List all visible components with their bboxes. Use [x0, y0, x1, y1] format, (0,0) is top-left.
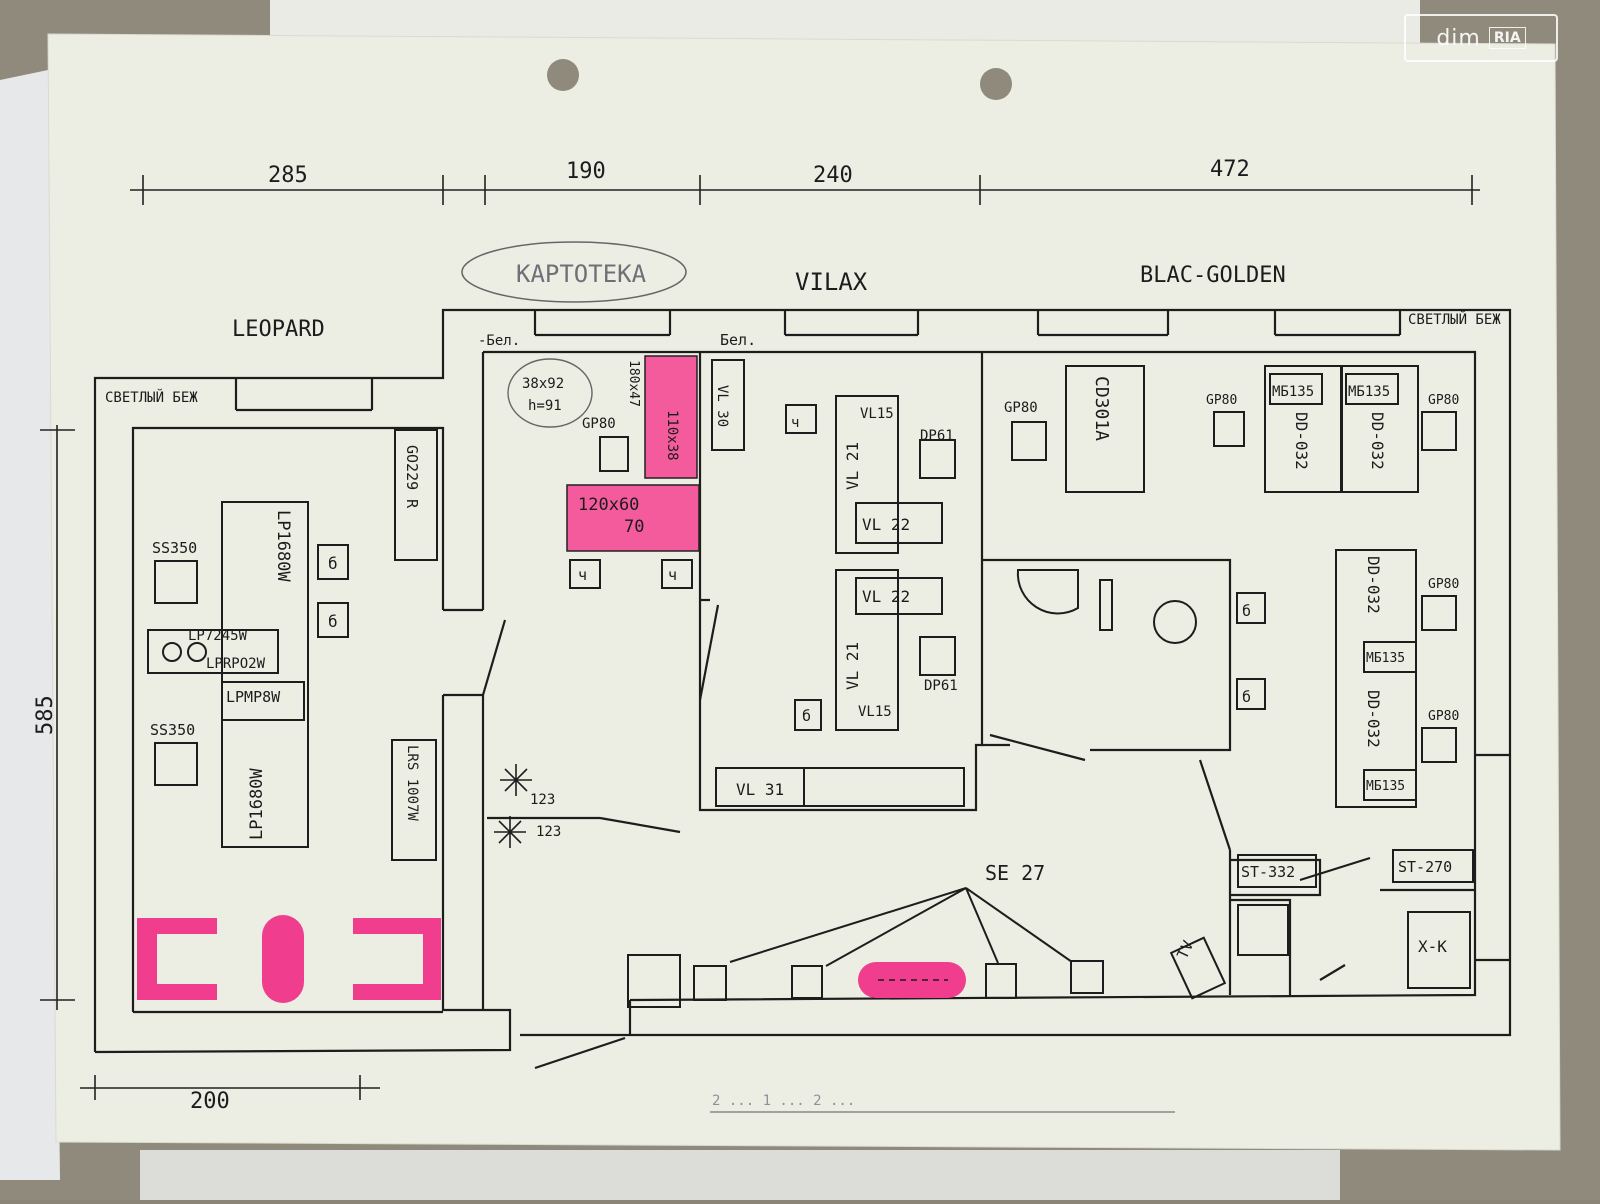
label-dd032-d: DD-032 — [1364, 690, 1383, 748]
label-vl21-a: VL 21 — [843, 442, 862, 490]
label-ch-1: ч — [578, 566, 587, 584]
label-dd032-c: DD-032 — [1364, 556, 1383, 614]
label-dd032-b: DD-032 — [1368, 412, 1387, 470]
label-vl15-a: VL15 — [860, 406, 894, 422]
label-110x38: 110x38 — [664, 410, 680, 461]
label-light-beige-left: СВЕТЛЫЙ БЕЖ — [105, 388, 198, 406]
label-180x47: 180x47 — [626, 360, 641, 407]
dim-285: 285 — [268, 163, 308, 188]
kartoteka-outline — [461, 241, 687, 303]
store-vilax: VILAX — [795, 268, 868, 296]
bottom-dimension-line — [80, 1075, 380, 1100]
label-tv: TV — [1173, 938, 1197, 962]
label-120x60: 120x60 — [578, 495, 639, 515]
leopard-pink-seating — [137, 915, 441, 1003]
blac-golden-fixtures — [1011, 365, 1474, 1000]
watermark-text-ria: RIA — [1488, 27, 1526, 49]
label-ss350-b: SS350 — [150, 721, 195, 739]
label-light-beige-right: СВЕТЛЫЙ БЕЖ — [1408, 310, 1501, 328]
store-leopard: LEOPARD — [232, 317, 325, 342]
label-vl15-b: VL15 — [858, 704, 892, 720]
lobby-seating — [627, 887, 1104, 1008]
watermark-text-dim: dim — [1436, 25, 1481, 51]
label-lpmp8w: LPMP8W — [226, 688, 281, 706]
store-kartoteka: КАРТОТЕКА — [516, 260, 647, 288]
label-gp80-d: GP80 — [1428, 393, 1459, 408]
label-white-2: Бел. — [720, 331, 756, 349]
walls — [93, 308, 1512, 1070]
label-mb135-a: MБ135 — [1272, 384, 1314, 400]
background-paper-bottom — [140, 1150, 1340, 1200]
label-gp80-e: GP80 — [1428, 577, 1459, 592]
label-123-b: 123 — [536, 824, 561, 840]
label-vl31: VL 31 — [736, 780, 784, 799]
label-70: 70 — [624, 517, 644, 537]
label-ch-3: ч — [791, 415, 799, 431]
label-xk: X-K — [1418, 937, 1447, 956]
label-st332: ST-332 — [1241, 863, 1295, 881]
label-lp1680w-b: LP1680W — [247, 768, 267, 840]
label-dp61-a: DP61 — [920, 428, 954, 444]
label-38x92: 38x92 — [522, 376, 564, 392]
label-b-1: б — [328, 554, 338, 573]
label-vl22-a: VL 22 — [862, 515, 910, 534]
label-dp61-b: DP61 — [924, 678, 958, 694]
ceiling-light-icons — [494, 764, 532, 848]
label-gp80-f: GP80 — [1428, 709, 1459, 724]
label-b-4: б — [1242, 602, 1251, 620]
pencil-note: 2 ... 1 ... 2 ... — [712, 1093, 855, 1109]
label-st270: ST-270 — [1398, 858, 1452, 876]
left-dimension-line — [40, 425, 75, 1010]
label-mb135-c: MБ135 — [1366, 651, 1405, 666]
label-b-2: б — [328, 612, 338, 631]
label-vl22-b: VL 22 — [862, 587, 910, 606]
paper-sheet — [47, 33, 1561, 1151]
label-lp1680w-a: LP1680W — [273, 510, 293, 582]
label-gp80-a: GP80 — [582, 416, 616, 432]
label-go229r: GO229 R — [403, 445, 421, 509]
dim-190: 190 — [566, 159, 606, 184]
label-vl30: VL 30 — [714, 385, 730, 427]
top-dimension-line — [130, 175, 1480, 205]
label-cd301a: CD301A — [1091, 376, 1112, 441]
round-table-sketch — [507, 358, 593, 428]
label-dd032-a: DD-032 — [1292, 412, 1311, 470]
watermark-logo: dim RIA — [1404, 14, 1558, 62]
kartoteka-fixtures — [569, 436, 693, 589]
label-lrs1007w: LRS 1007W — [404, 745, 420, 821]
punch-hole — [980, 68, 1012, 100]
label-h91: h=91 — [528, 398, 562, 414]
label-gp80-b: GP80 — [1004, 400, 1038, 416]
dim-240: 240 — [813, 163, 853, 188]
label-ch-2: ч — [668, 566, 677, 584]
dim-200: 200 — [190, 1089, 230, 1114]
label-white-1: -Бел. — [478, 333, 520, 349]
label-vl21-b: VL 21 — [843, 642, 862, 690]
label-b-3: б — [802, 707, 811, 725]
label-lprpo2w: LPRPO2W — [206, 656, 266, 672]
store-blac-golden: BLAC-GOLDEN — [1140, 263, 1286, 288]
vilax-fixtures — [711, 359, 965, 807]
label-lp7245w: LP7245W — [188, 628, 248, 644]
label-123-a: 123 — [530, 792, 555, 808]
background-paper-left — [0, 70, 60, 1180]
pink-desk-b — [566, 484, 700, 552]
label-b-5: б — [1242, 688, 1251, 706]
label-ss350-a: SS350 — [152, 539, 197, 557]
label-mb135-d: MБ135 — [1366, 779, 1405, 794]
leopard-fixtures — [147, 429, 438, 861]
pink-cabinet-a — [644, 355, 698, 479]
label-gp80-c: GP80 — [1206, 393, 1237, 408]
punch-hole — [547, 59, 579, 91]
dim-472: 472 — [1210, 157, 1250, 182]
label-mb135-b: MБ135 — [1348, 384, 1390, 400]
dim-585: 585 — [33, 695, 58, 735]
label-se27: SE 27 — [985, 861, 1045, 885]
